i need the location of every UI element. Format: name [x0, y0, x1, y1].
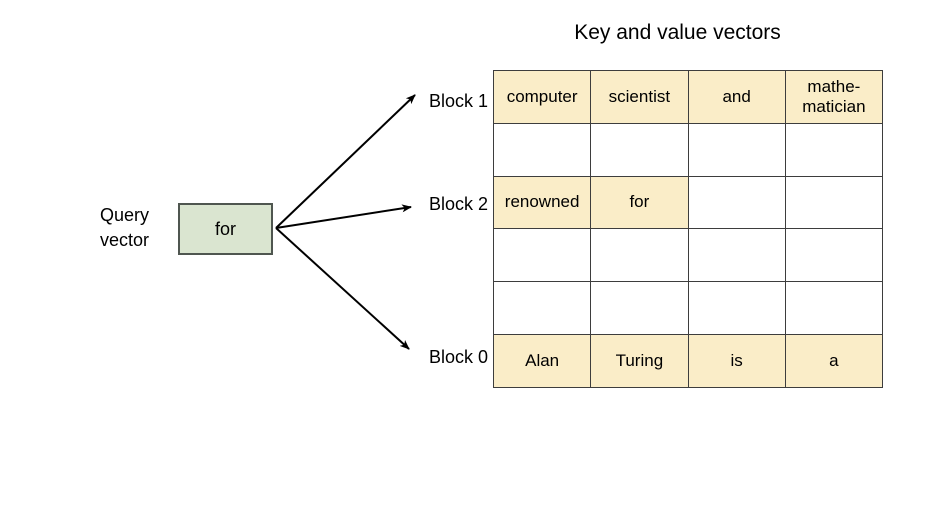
table-cell-line: is — [730, 350, 743, 370]
table-cell-empty[interactable] — [784, 281, 884, 335]
table-row: computer scientist and mathe-matician — [492, 70, 884, 124]
block-label-0: Block 0 — [428, 347, 488, 367]
table-cell-token[interactable]: renowned — [492, 175, 592, 230]
table-cell-line: computer — [506, 86, 578, 106]
table-cell-empty[interactable] — [784, 175, 884, 230]
table-cell-empty[interactable] — [492, 122, 592, 177]
table-cell-token[interactable]: Turing — [590, 333, 689, 388]
table-cell-token[interactable]: and — [687, 70, 786, 124]
table-cell-line: Alan — [525, 350, 560, 370]
table-cell-token[interactable]: computer — [492, 70, 592, 124]
query-vector-label-line2: vector — [100, 230, 150, 250]
table-cell-empty[interactable] — [590, 228, 689, 283]
table-cell-empty[interactable] — [687, 281, 786, 335]
table-cell-token[interactable]: a — [784, 333, 884, 388]
arrow-to-block-2 — [275, 204, 412, 229]
query-vector-label: Query vector — [100, 203, 172, 253]
query-vector-box[interactable]: for — [178, 203, 273, 255]
table-row: Alan Turing is a — [492, 333, 884, 388]
table-row — [492, 122, 884, 177]
table-cell-token[interactable]: is — [687, 333, 786, 388]
table-cell-token[interactable]: Alan — [492, 333, 592, 388]
table-cell-line: a — [829, 350, 839, 370]
table-cell-line: matician — [802, 96, 866, 116]
query-vector-token: for — [214, 218, 236, 239]
table-cell-empty[interactable] — [590, 281, 689, 335]
table-cell-line: Turing — [615, 350, 664, 370]
page-title: Key and value vectors — [574, 21, 781, 44]
table-cell-token[interactable]: scientist — [590, 70, 689, 124]
table-cell-empty[interactable] — [687, 122, 786, 177]
table-cell-empty[interactable] — [784, 228, 884, 283]
query-vector-label-line1: Query — [100, 205, 150, 225]
arrow-group — [275, 94, 416, 350]
block-label-2: Block 2 — [428, 194, 488, 214]
table-cell-empty[interactable] — [687, 228, 786, 283]
table-cell-empty[interactable] — [492, 281, 592, 335]
table-row: renowned for — [492, 175, 884, 230]
table-cell-empty[interactable] — [784, 122, 884, 177]
block-label-1: Block 1 — [428, 91, 488, 111]
key-value-table-body: computer scientist and mathe-matician renown… — [492, 70, 884, 388]
table-cell-line: scientist — [608, 86, 671, 106]
key-value-table: computer scientist and mathe-matician renown… — [492, 70, 884, 388]
table-cell-line: for — [629, 192, 650, 212]
table-row — [492, 281, 884, 335]
table-row — [492, 228, 884, 283]
table-cell-token[interactable]: mathe-matician — [784, 70, 884, 124]
arrow-to-block-1 — [275, 94, 416, 229]
table-cell-line: and — [722, 86, 751, 106]
table-cell-empty[interactable] — [687, 175, 786, 230]
arrow-to-block-0 — [275, 227, 410, 350]
table-cell-line: renowned — [504, 192, 580, 212]
table-cell-empty[interactable] — [492, 228, 592, 283]
table-cell-line: mathe- — [807, 76, 861, 96]
table-cell-empty[interactable] — [590, 122, 689, 177]
table-cell-token[interactable]: for — [590, 175, 689, 230]
